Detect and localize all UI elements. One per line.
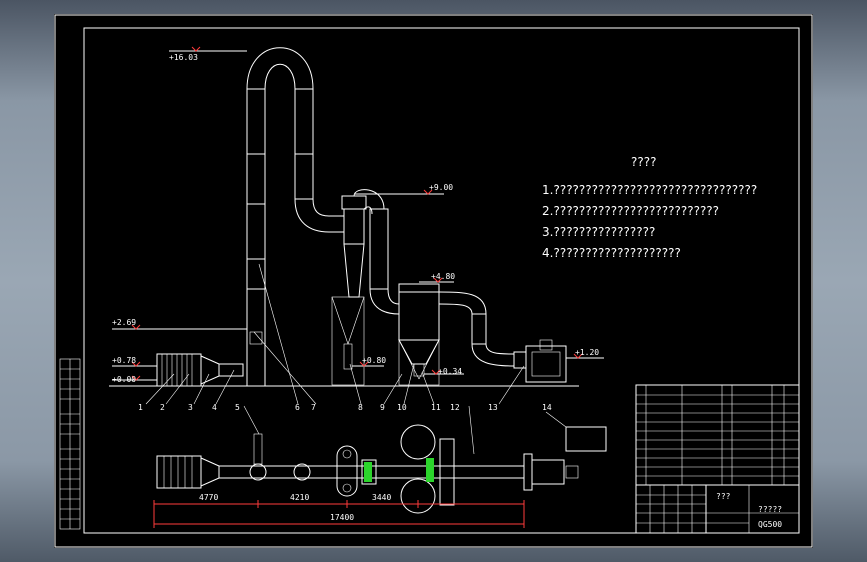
part-2: 2 — [160, 403, 165, 412]
induced-draft-fan — [513, 339, 567, 383]
part-5: 5 — [235, 403, 240, 412]
part-3: 3 — [188, 403, 193, 412]
inner-frame — [83, 27, 800, 534]
dim-3440: 3440 — [372, 493, 391, 502]
part-12: 12 — [450, 403, 460, 412]
part-9: 9 — [380, 403, 385, 412]
cyclone-separator-2 — [398, 283, 515, 386]
notes-title: ???? — [631, 155, 656, 169]
note-line-2: 2.?????????????????????????? — [542, 204, 719, 218]
title-block: ??? ????? QG500 — [635, 384, 800, 534]
drawing-code: QG500 — [758, 520, 782, 529]
cyclone-separator-1 — [331, 189, 400, 386]
part-7: 7 — [311, 403, 316, 412]
elevation-9-00: +9.00 — [354, 183, 453, 195]
elevation-4-80: +4.80 — [419, 272, 455, 283]
part-callouts: 1 2 3 4 5 6 7 8 9 10 11 12 13 14 — [138, 263, 607, 455]
plan-view — [156, 424, 579, 514]
elevation-0-78: +0.78 — [112, 356, 157, 367]
elevation-16-03: +16.03 — [169, 46, 247, 62]
part-8: 8 — [358, 403, 363, 412]
drying-tube — [246, 47, 344, 387]
note-line-3: 3.???????????????? — [542, 225, 655, 239]
elevation-marks: +16.03 +9.00 +4.80 +2.69 +1.20 +0.80 — [112, 46, 604, 384]
part-1: 1 — [138, 403, 143, 412]
note-line-4: 4.???????????????????? — [542, 246, 681, 260]
elevation-1-20: +1.20 — [566, 348, 604, 359]
svg-text:+0.80: +0.80 — [362, 356, 386, 365]
hot-air-furnace — [156, 353, 244, 387]
part-14: 14 — [542, 403, 552, 412]
part-6: 6 — [295, 403, 300, 412]
elevation-2-69: +2.69 — [112, 318, 247, 330]
svg-text:+16.03: +16.03 — [169, 53, 198, 62]
elevation-0-80: +0.80 — [352, 356, 386, 367]
dim-4770: 4770 — [199, 493, 218, 502]
title-name: ??? — [716, 492, 731, 501]
part-4: 4 — [212, 403, 217, 412]
note-line-1: 1.???????????????????????????????? — [542, 183, 757, 197]
svg-text:+1.20: +1.20 — [575, 348, 599, 357]
outer-frame — [54, 14, 813, 548]
drawing-canvas: +16.03 +9.00 +4.80 +2.69 +1.20 +0.80 — [54, 14, 813, 548]
svg-text:+2.69: +2.69 — [112, 318, 136, 327]
drawing-name: ????? — [758, 505, 782, 514]
svg-text:+0.78: +0.78 — [112, 356, 136, 365]
index-strip — [59, 358, 81, 530]
svg-text:+9.00: +9.00 — [429, 183, 453, 192]
svg-text:+0.34: +0.34 — [438, 367, 462, 376]
svg-text:+0.00: +0.00 — [112, 375, 136, 384]
dimensions: 4770 4210 3440 17400 — [153, 493, 525, 528]
dim-17400: 17400 — [330, 513, 354, 522]
part-13: 13 — [488, 403, 498, 412]
elevation-0-00: +0.00 — [112, 375, 157, 384]
part-14-box — [565, 426, 607, 452]
part-11: 11 — [431, 403, 441, 412]
svg-text:+4.80: +4.80 — [431, 272, 455, 281]
part-10: 10 — [397, 403, 407, 412]
process-flow-drawing: +16.03 +9.00 +4.80 +2.69 +1.20 +0.80 — [54, 14, 813, 548]
dim-4210: 4210 — [290, 493, 309, 502]
technical-notes: ???? 1.???????????????????????????????? … — [542, 155, 757, 260]
elevation-0-34: +0.34 — [424, 367, 464, 376]
